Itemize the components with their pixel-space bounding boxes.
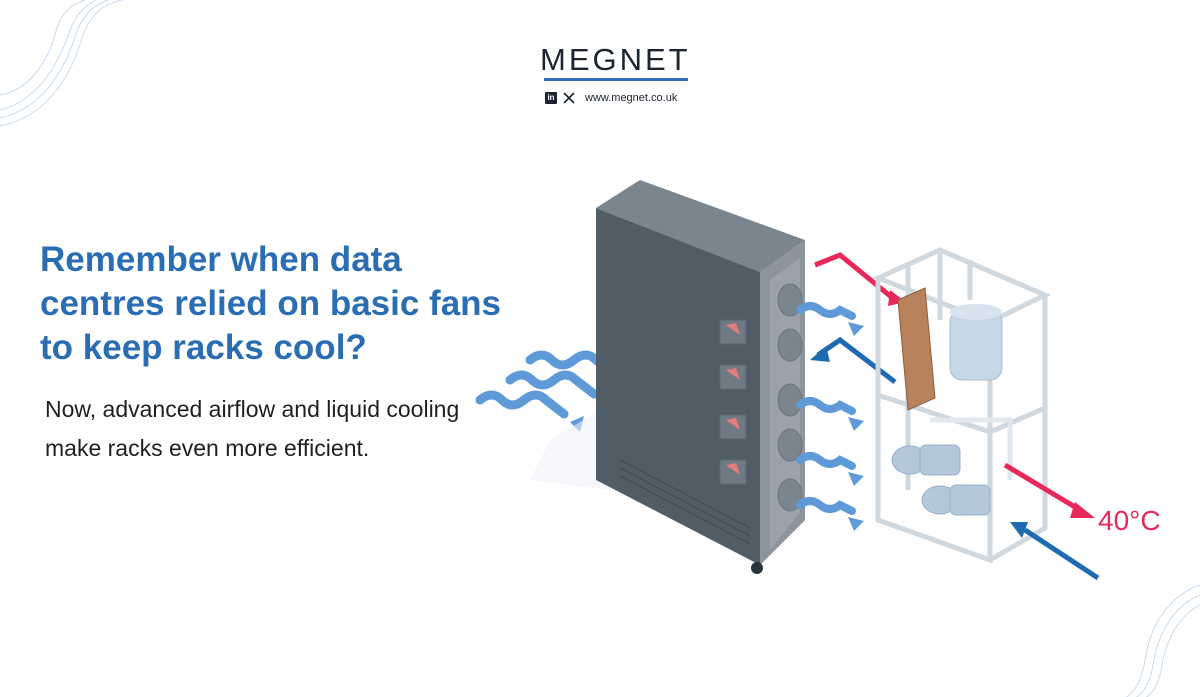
headline: Remember when data centres relied on bas…: [40, 240, 502, 367]
corner-swirl-bottom-right: [1125, 584, 1200, 697]
x-icon[interactable]: [563, 92, 575, 104]
body-text: Now, advanced airflow and liquid cooling…: [45, 396, 460, 461]
website-link[interactable]: www.megnet.co.uk: [585, 92, 678, 104]
linkedin-icon[interactable]: in: [545, 92, 557, 104]
logo-underline: [544, 78, 688, 81]
brand-logo: MEGNET: [540, 44, 690, 81]
logo-wordmark: MEGNET: [540, 42, 691, 77]
temperature-label: 40°C: [1098, 505, 1161, 536]
cool-inlet-arrow: [1023, 527, 1100, 581]
airflow-in-arrows: [475, 350, 619, 419]
airflow-out-arrows: [796, 302, 856, 515]
corner-swirl-top-left: [0, 0, 125, 127]
server-rack: [596, 180, 805, 574]
cooling-illustration: 40°C: [475, 180, 1161, 581]
hot-outlet-arrow: [1003, 462, 1082, 513]
social-links: in www.megnet.co.uk: [545, 90, 677, 106]
